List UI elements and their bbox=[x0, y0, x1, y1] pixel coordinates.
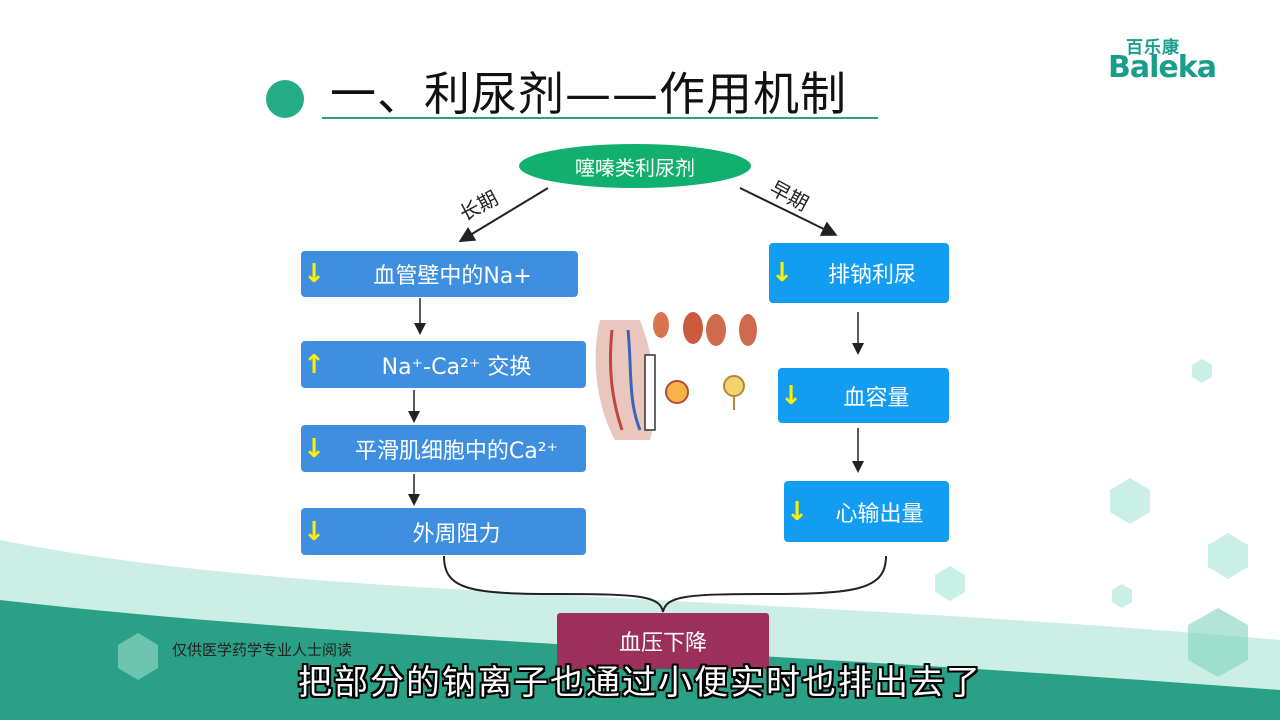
title-bullet bbox=[266, 80, 304, 118]
left-node-2-text: Na⁺-Ca²⁺ 交换 bbox=[381, 354, 532, 380]
arrow-down-icon: ↓ bbox=[303, 259, 325, 289]
left-node-1: ↓ 血管壁中的Na+ bbox=[301, 251, 578, 297]
arrow-down-icon: ↓ bbox=[780, 380, 802, 411]
arrow-up-icon: ↑ bbox=[303, 349, 325, 380]
arrow-down-icon: ↓ bbox=[303, 516, 325, 547]
left-node-3: ↓ 平滑肌细胞中的Ca²⁺ bbox=[301, 425, 586, 472]
video-subtitle: 把部分的钠离子也通过小便实时也排出去了 bbox=[298, 663, 982, 703]
arrow-down-icon: ↓ bbox=[303, 433, 325, 464]
left-node-4: ↓ 外周阻力 bbox=[301, 508, 586, 555]
right-node-3-text: 心输出量 bbox=[835, 501, 924, 527]
right-node-2-text: 血容量 bbox=[843, 385, 910, 411]
left-node-3-text: 平滑肌细胞中的Ca²⁺ bbox=[354, 438, 559, 464]
brand-logo-cn: 百乐康 bbox=[1126, 38, 1180, 58]
brand-logo-en: Baleka bbox=[1108, 50, 1217, 85]
right-node-3: ↓ 心输出量 bbox=[784, 481, 949, 542]
slide-title: 一、利尿剂——作用机制 bbox=[330, 67, 847, 121]
left-node-4-text: 外周阻力 bbox=[412, 521, 501, 547]
left-node-1-text: 血管壁中的Na+ bbox=[373, 264, 532, 289]
right-node-1: ↓ 排钠利尿 bbox=[769, 243, 949, 303]
anatomy-illustration bbox=[595, 312, 757, 440]
result-node: 血压下降 bbox=[557, 613, 769, 669]
title-underline bbox=[322, 117, 878, 119]
arrow-down-icon: ↓ bbox=[786, 496, 808, 527]
right-node-2: ↓ 血容量 bbox=[778, 368, 949, 423]
right-node-1-text: 排钠利尿 bbox=[827, 263, 916, 288]
left-node-2: ↑ Na⁺-Ca²⁺ 交换 bbox=[301, 341, 586, 388]
footer-note: 仅供医学药学专业人士阅读 bbox=[172, 641, 353, 659]
arrow-down-icon: ↓ bbox=[771, 258, 793, 288]
diagram-root-node: 噻嗪类利尿剂 bbox=[519, 144, 751, 188]
